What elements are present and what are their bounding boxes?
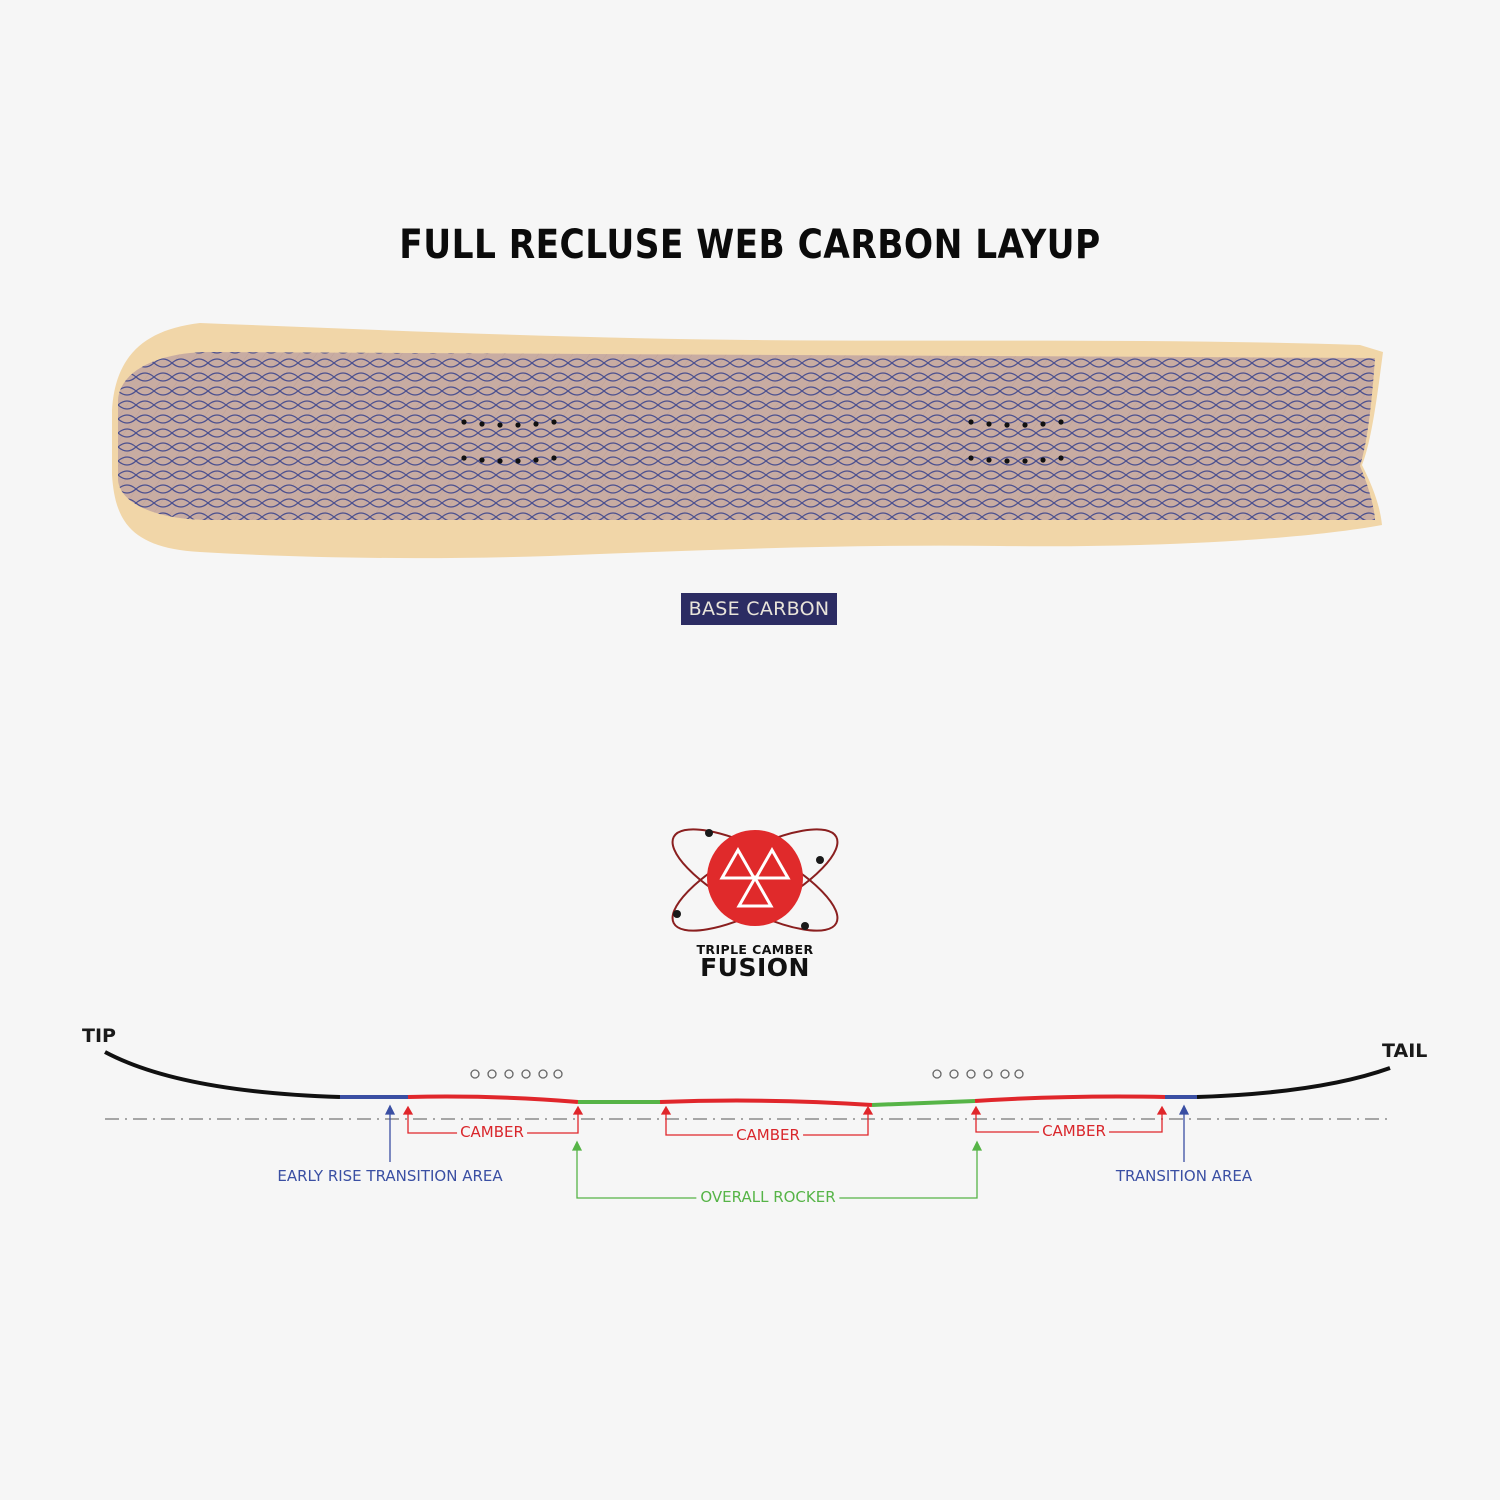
rear-binding-inserts <box>968 419 1064 464</box>
rear-camber-segment <box>974 1094 1166 1103</box>
early-rise-transition-label: EARLY RISE TRANSITION AREA <box>277 1167 503 1185</box>
tip-label: TIP <box>82 1025 116 1047</box>
page-title: FULL RECLUSE WEB CARBON LAYUP <box>399 222 1101 268</box>
board-wave-pattern <box>118 352 1375 520</box>
front-binding-inserts <box>461 419 557 464</box>
rear-rocker-segment <box>871 1099 976 1107</box>
camber-label-center: CAMBER <box>733 1126 803 1144</box>
rear-insert-markers <box>932 1069 1024 1079</box>
logo-text-line2: FUSION <box>700 953 810 982</box>
overall-rocker-label: OVERALL ROCKER <box>696 1188 840 1206</box>
center-camber-segment <box>659 1098 873 1107</box>
tail-label: TAIL <box>1382 1040 1428 1062</box>
logo-text-line1: TRIPLE CAMBER <box>696 942 814 957</box>
camber-label-front: CAMBER <box>457 1123 527 1141</box>
front-insert-markers <box>470 1069 563 1079</box>
transition-area-label: TRANSITION AREA <box>1115 1167 1253 1185</box>
base-carbon-label: BASE CARBON <box>681 593 837 625</box>
atom-triangles-icon <box>671 828 839 932</box>
transition-pointers <box>384 1104 1190 1162</box>
tip-rocker-segment <box>104 1050 341 1099</box>
camber-label-rear: CAMBER <box>1039 1122 1109 1140</box>
front-camber-segment <box>407 1094 579 1104</box>
tail-rocker-segment <box>1196 1066 1391 1099</box>
